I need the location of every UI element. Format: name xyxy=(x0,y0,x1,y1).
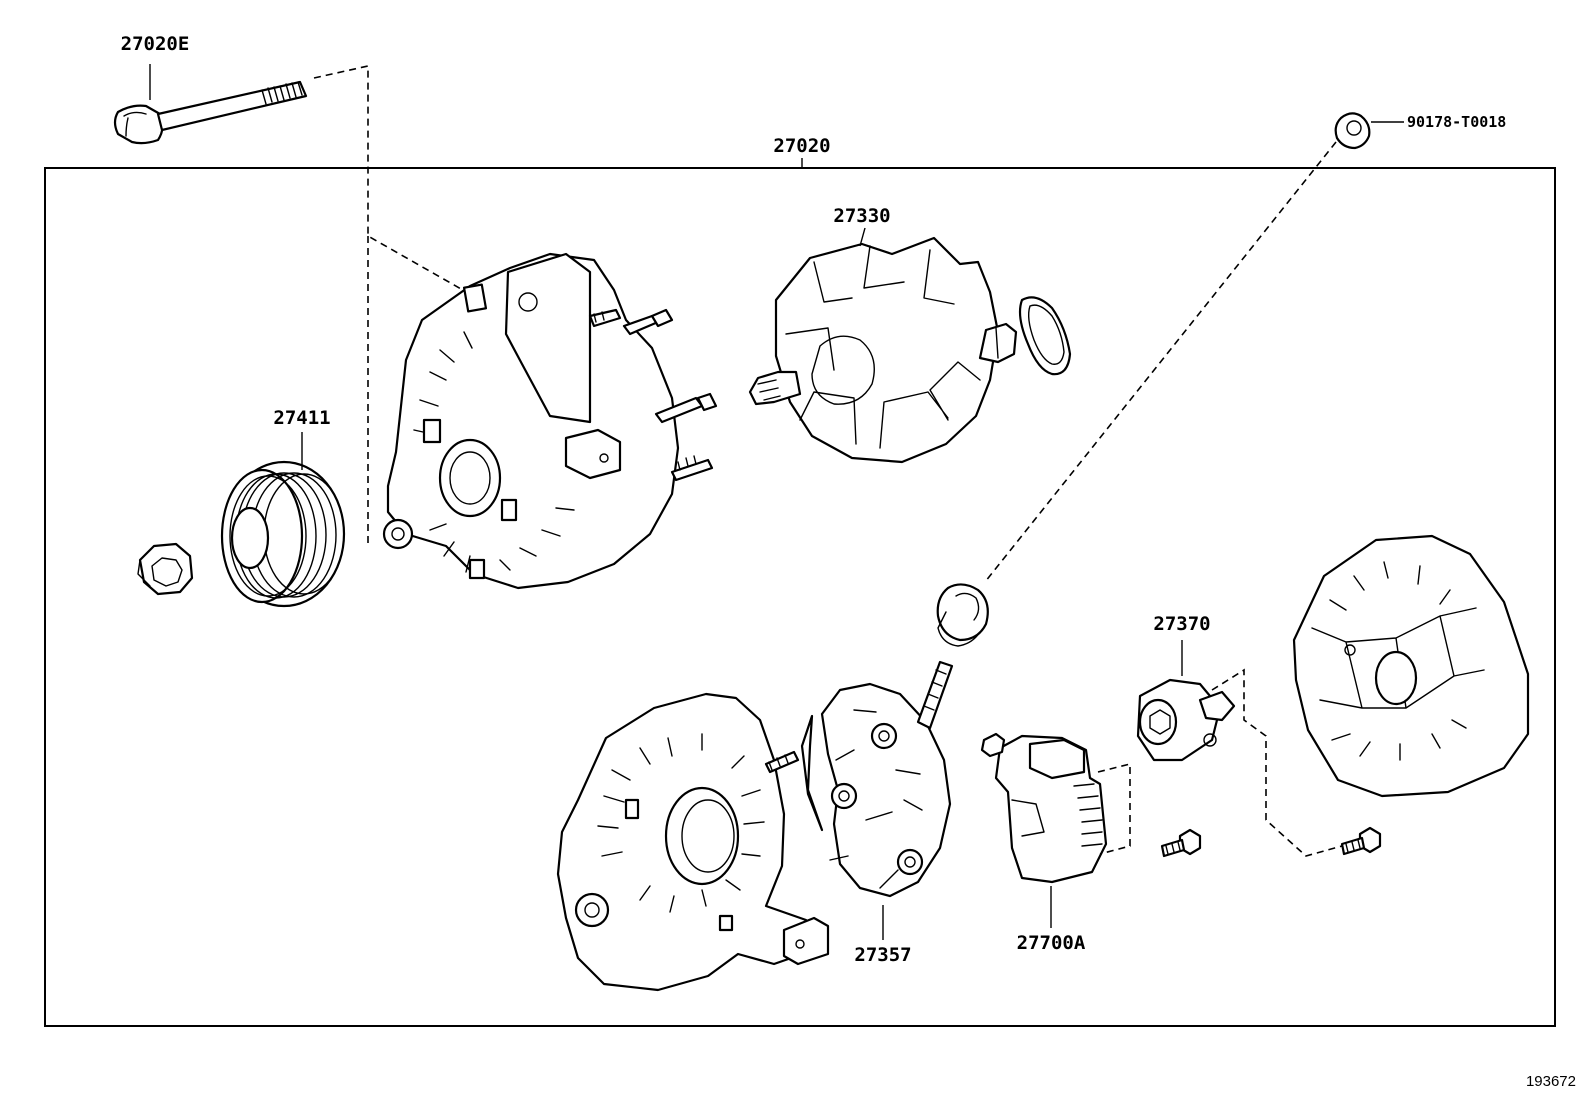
rear-end-cover xyxy=(1292,534,1530,798)
brush-holder: 27370 xyxy=(1136,613,1236,762)
pulley-nut xyxy=(137,542,194,596)
brush-holder-dashed-path xyxy=(1211,668,1343,857)
rectifier-label: 27357 xyxy=(854,944,911,966)
terminal-nut-label: 90178-T0018 xyxy=(1407,113,1506,131)
through-bolt-dashed-path xyxy=(313,65,499,548)
rotor-end-ring xyxy=(1018,296,1072,376)
rectifier-end-frame xyxy=(556,692,830,992)
brush-holder-label: 27370 xyxy=(1153,613,1210,635)
rotor: 27330 xyxy=(748,205,1018,464)
regulator-label: 27700A xyxy=(1017,932,1086,954)
regulator-dashed-bracket xyxy=(1097,762,1131,855)
drive-end-frame xyxy=(382,252,718,590)
rectifier-bushing xyxy=(936,583,989,647)
figure-number: 193672 xyxy=(1526,1073,1576,1090)
regulator-screw xyxy=(1160,828,1202,858)
assembly-frame xyxy=(44,167,1556,1027)
terminal-nut-dashed-path xyxy=(984,141,1337,583)
pulley: 27411 xyxy=(220,407,346,608)
through-bolt: 27020E xyxy=(113,33,308,145)
group-label: 27020 xyxy=(773,135,830,157)
terminal-nut: 90178-T0018 xyxy=(1334,112,1506,150)
rotor-label: 27330 xyxy=(833,205,890,227)
regulator: 27700A xyxy=(980,732,1108,954)
rectifier: 27357 xyxy=(800,660,954,966)
brush-holder-screw xyxy=(1340,826,1382,856)
pulley-label: 27411 xyxy=(273,407,330,429)
through-bolt-label: 27020E xyxy=(121,33,190,55)
